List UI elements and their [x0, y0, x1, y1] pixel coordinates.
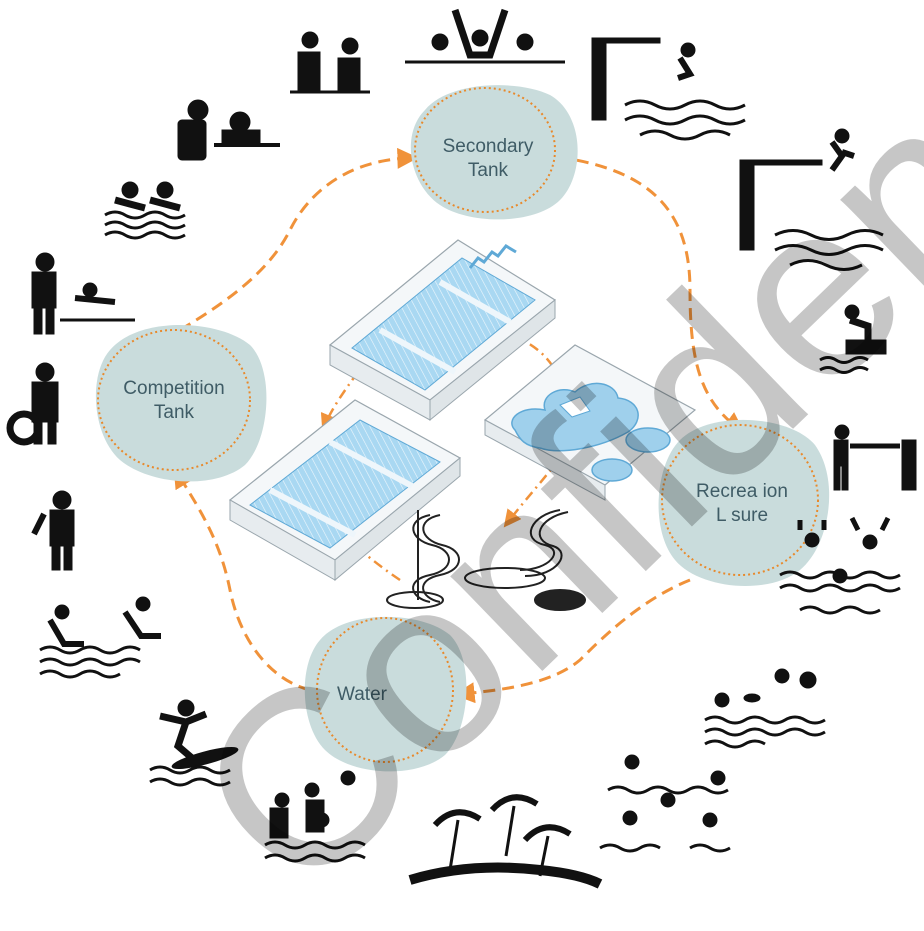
surfer-icon	[149, 699, 239, 787]
competition-label-line1: Competition	[123, 378, 224, 399]
water-slides	[386, 509, 586, 611]
recreation-blob	[658, 419, 830, 587]
arrow-competition-to-secondary	[179, 147, 419, 332]
competition-blob	[95, 325, 267, 482]
pool-leisure	[483, 344, 697, 501]
slide-steps	[468, 244, 517, 269]
arrow-secondary-to-recreation	[557, 155, 745, 433]
water-games-icon	[704, 668, 826, 749]
jumping-diver-icon	[739, 128, 884, 271]
recreation-ring	[661, 424, 819, 576]
node-recreation-leisure: Recrea ion L sure	[658, 419, 830, 587]
competition-ring	[97, 329, 251, 471]
swim-coach-icon	[31, 252, 135, 335]
water-polo-players-icon	[290, 31, 370, 94]
secondary-blob	[410, 85, 578, 220]
secondary-ring	[414, 87, 556, 213]
treading-swimmers-icon	[104, 181, 186, 240]
lifeguard-watch-icon	[177, 99, 280, 161]
arrow-water-to-competition	[173, 466, 311, 692]
pool-competition	[228, 399, 462, 582]
starting-block-swimmer-icon	[819, 304, 887, 374]
link-slides-to-competition	[339, 531, 401, 582]
pool-secondary	[328, 239, 557, 422]
water-aerobics-icon	[779, 516, 901, 615]
water-blob	[304, 616, 467, 772]
water-label: Water	[337, 684, 388, 705]
arrow-recreation-to-water	[453, 578, 691, 704]
synchronized-swimmers-icon	[405, 8, 565, 64]
node-competition-tank: Competition Tank	[95, 325, 267, 482]
competition-label-line2: Tank	[154, 402, 195, 423]
spring-board-diver-icon	[833, 424, 917, 491]
node-water: Water	[304, 616, 467, 772]
secondary-label-line1: Secondary	[443, 136, 534, 157]
high-dive-icon	[591, 37, 746, 141]
snorkel-swimmer-icon	[31, 490, 75, 571]
lifeguard-ring-icon	[6, 362, 59, 446]
family-pool-play-icon	[599, 754, 731, 853]
recreation-label-line2: L sure	[716, 505, 768, 526]
outer-flow-loop	[173, 147, 745, 704]
secondary-label-line2: Tank	[468, 160, 509, 181]
water-volleyball-icon	[264, 770, 366, 863]
pictograms	[6, 8, 917, 889]
recreation-label-line1: Recrea ion	[696, 481, 788, 502]
node-secondary-tank: Secondary Tank	[410, 85, 578, 220]
pool-loungers-icon	[39, 596, 161, 679]
water-ring	[316, 617, 454, 763]
beach-umbrellas-icon	[408, 794, 603, 889]
